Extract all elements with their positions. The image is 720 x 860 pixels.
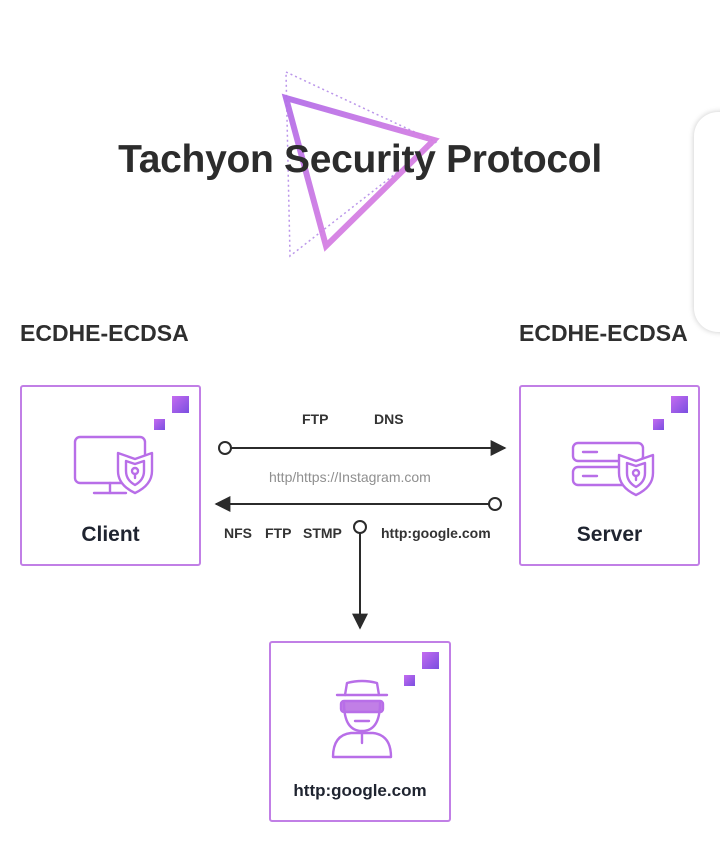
bottom-protocol-label: STMP xyxy=(303,525,342,541)
server-cipher-label: ECDHE-ECDSA xyxy=(519,320,688,346)
bottom-protocol-label: NFS xyxy=(224,525,252,541)
decor-square-large xyxy=(422,652,439,669)
decor-square-small xyxy=(653,419,664,430)
decor-square-small xyxy=(154,419,165,430)
page-title: Tachyon Security Protocol xyxy=(118,138,602,181)
decor-square-small xyxy=(404,675,415,686)
monitor-shield-icon xyxy=(73,435,154,495)
top-protocol-label: FTP xyxy=(302,411,329,427)
server-label: Server xyxy=(576,523,643,546)
server-shield-icon xyxy=(571,441,655,497)
decor-square-large xyxy=(671,396,688,413)
hacker-icon xyxy=(331,679,393,759)
top-protocol-label: DNS xyxy=(374,411,404,427)
decor-square-large xyxy=(172,396,189,413)
client-node[interactable]: Client xyxy=(20,385,201,566)
client-label: Client xyxy=(81,523,140,546)
side-card xyxy=(694,112,720,332)
interceptor-label: http:google.com xyxy=(293,781,427,800)
client-cipher-label: ECDHE-ECDSA xyxy=(20,320,189,346)
top-arrow xyxy=(218,440,507,456)
server-node[interactable]: Server xyxy=(519,385,700,566)
intercept-arrow xyxy=(352,520,368,630)
bottom-url-label: http:google.com xyxy=(381,525,491,541)
middle-url-label: http/https://Instagram.com xyxy=(269,469,431,485)
bottom-protocol-label: FTP xyxy=(265,525,292,541)
interceptor-node[interactable]: http:google.com xyxy=(269,641,451,822)
bottom-arrow xyxy=(214,496,502,512)
